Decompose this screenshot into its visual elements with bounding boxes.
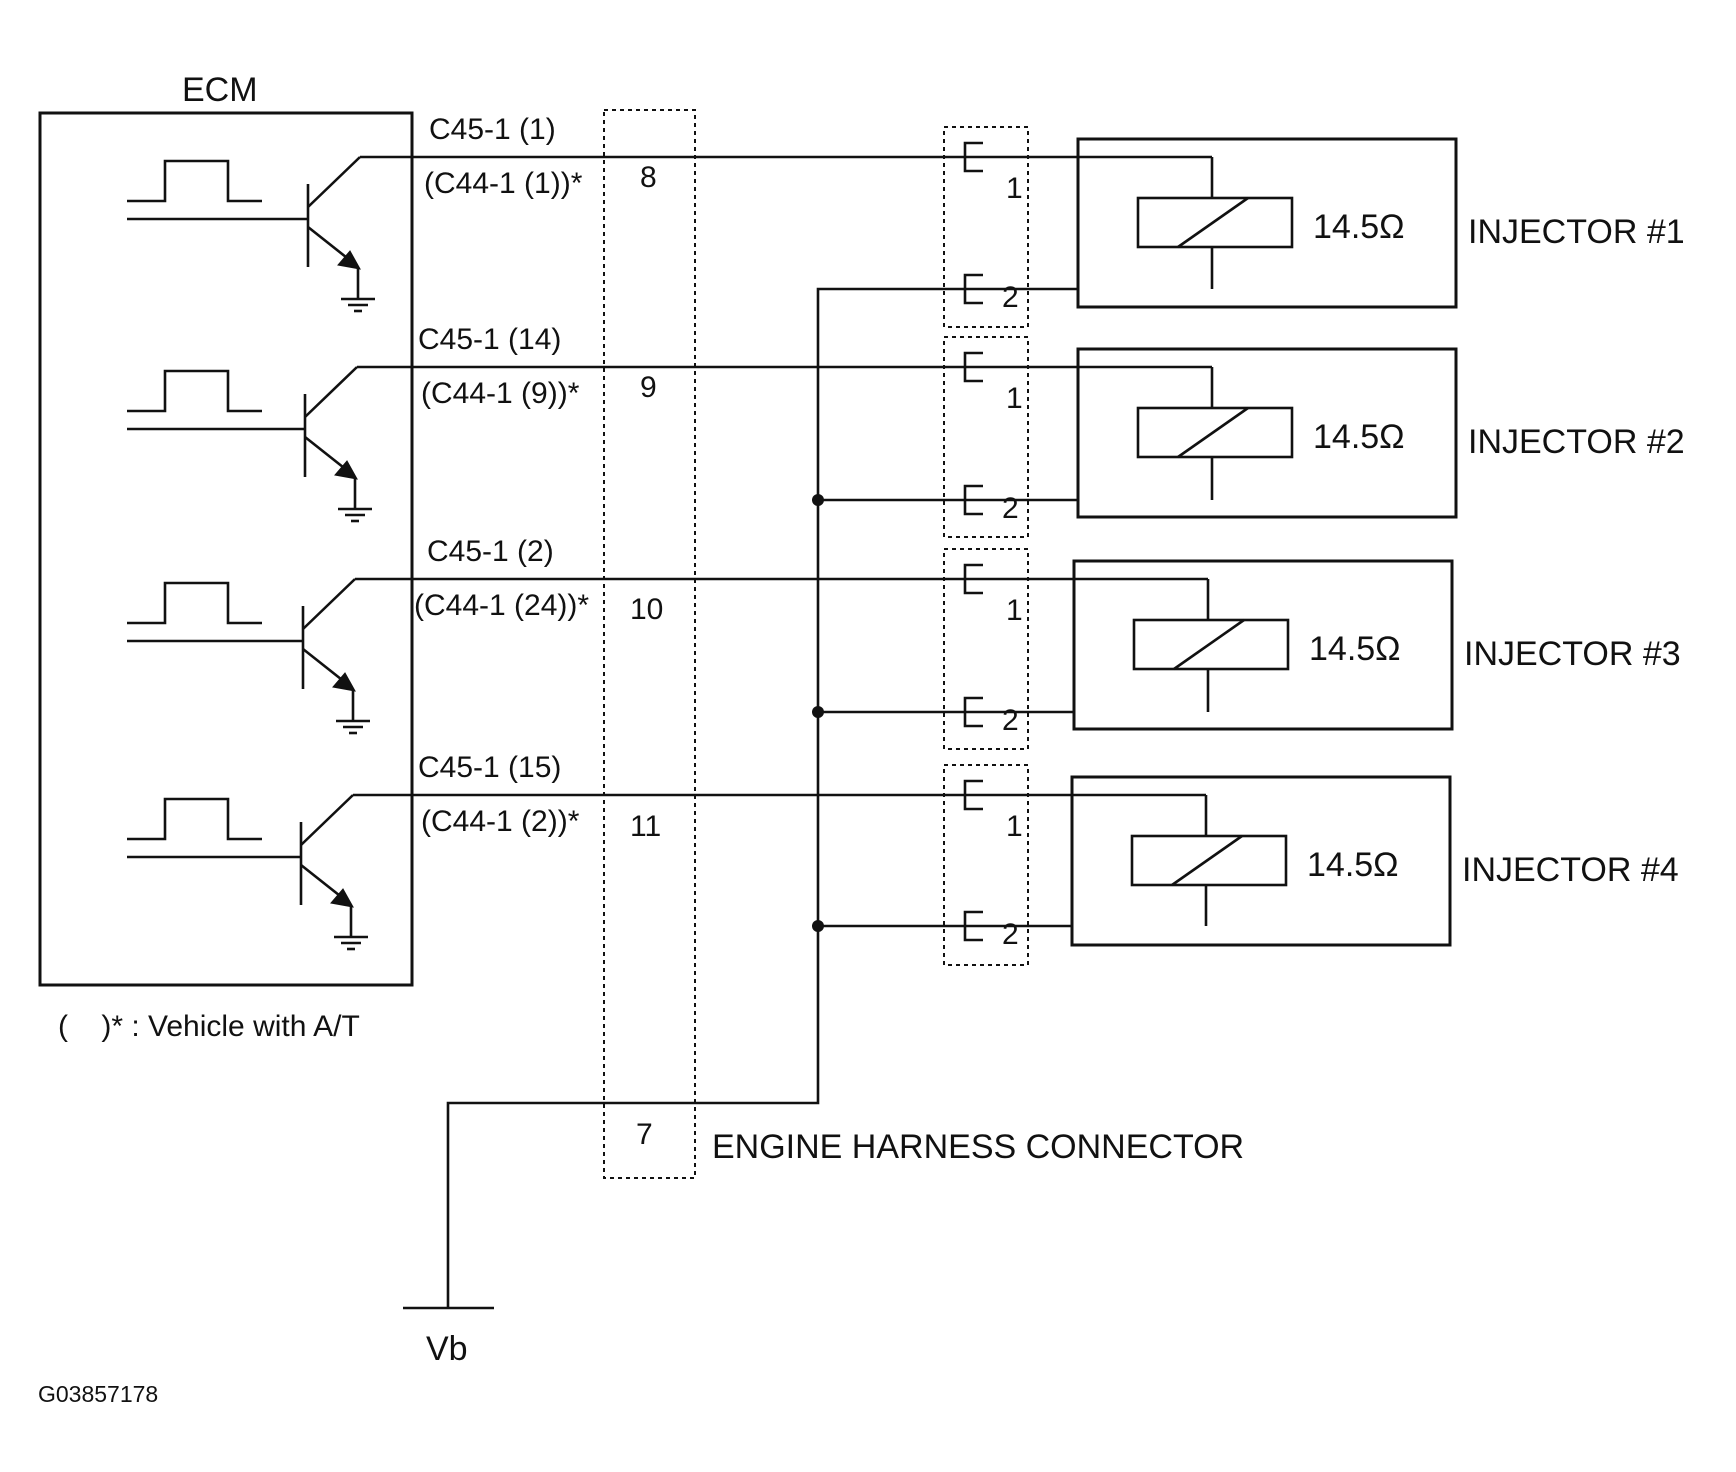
ecm-circuit-label: C45-1 (15) [418, 751, 561, 784]
injector-connector [943, 126, 1029, 328]
channel-1: 1 2 14.5Ω INJECTOR #1 C45-1 (1) (C44-1 (1))* 8 [127, 113, 1685, 328]
ecm-circuit-label: C45-1 (14) [418, 323, 561, 356]
channel-3: 1 2 14.5Ω INJECTOR #3 C45-1 (2) (C44-1 (24))*… [127, 535, 1681, 750]
injector-resistance: 14.5Ω [1307, 846, 1399, 884]
injector-box [1070, 775, 1452, 947]
ecm-circuit-label: C45-1 (2) [427, 535, 554, 568]
ecm-circuit-alt-label: (C44-1 (9))* [421, 377, 580, 410]
injector-box [1072, 559, 1454, 731]
injector-label: INJECTOR #1 [1468, 213, 1685, 251]
ecm-circuit-label: C45-1 (1) [429, 113, 556, 146]
injector-resistance: 14.5Ω [1313, 418, 1405, 456]
ground-icon [338, 507, 372, 523]
harness-pin-9: 9 [640, 371, 657, 404]
transistor-icon [301, 578, 356, 721]
terminal-icon [963, 351, 983, 383]
injector-box [1076, 347, 1458, 519]
injector-box [1076, 137, 1458, 309]
injector-connector [943, 548, 1029, 750]
power-label-vb: Vb [426, 1330, 468, 1368]
injector-resistance: 14.5Ω [1309, 630, 1401, 668]
solenoid-coil-icon [1130, 834, 1288, 887]
injector-pin-2: 2 [1002, 704, 1019, 737]
power-bus [403, 287, 962, 1310]
injector-connector [943, 764, 1029, 966]
injector-pin-2: 2 [1002, 281, 1019, 314]
harness-pin-11: 11 [630, 810, 661, 843]
junction-dot [812, 920, 824, 932]
footnote-vehicle-at: ( )* : Vehicle with A/T [58, 1010, 360, 1043]
solenoid-coil-icon [1136, 406, 1294, 459]
transistor-icon [303, 366, 358, 509]
injector-connector [943, 336, 1029, 538]
injector-pin-2: 2 [1002, 492, 1019, 525]
ground-icon [341, 297, 375, 313]
terminal-icon [963, 779, 983, 811]
injector-pin-1: 1 [1006, 810, 1023, 843]
harness-pin-8: 8 [640, 161, 657, 194]
harness-pin-power: 7 [636, 1118, 653, 1151]
channel-2: 1 2 14.5Ω INJECTOR #2 C45-1 (14) (C44-1 (9))*… [127, 323, 1685, 538]
pulse-waveform-icon [127, 581, 262, 625]
ecm-circuit-alt-label: (C44-1 (1))* [424, 167, 583, 200]
figure-id: G03857178 [38, 1381, 158, 1407]
injector-pin-1: 1 [1006, 172, 1023, 205]
injector-label: INJECTOR #2 [1468, 423, 1685, 461]
ecm-title: ECM [182, 71, 258, 109]
solenoid-coil-icon [1132, 618, 1290, 671]
junction-dot [812, 494, 824, 506]
terminal-icon [963, 563, 983, 595]
ecm-box [38, 111, 414, 987]
pulse-waveform-icon [127, 369, 262, 413]
ground-icon [334, 935, 368, 951]
transistor-icon [306, 156, 361, 299]
harness-connector-label: ENGINE HARNESS CONNECTOR [712, 1128, 1244, 1166]
engine-harness-connector [603, 109, 696, 1179]
solenoid-coil-icon [1136, 196, 1294, 249]
injector-resistance: 14.5Ω [1313, 208, 1405, 246]
ecm-circuit-alt-label: (C44-1 (24))* [414, 589, 589, 622]
injector-pin-2: 2 [1002, 918, 1019, 951]
injector-label: INJECTOR #3 [1464, 635, 1681, 673]
ground-icon [336, 719, 370, 735]
harness-pin-10: 10 [630, 593, 663, 626]
pulse-waveform-icon [127, 159, 262, 203]
injector-label: INJECTOR #4 [1462, 851, 1679, 889]
injector-pin-1: 1 [1006, 382, 1023, 415]
terminal-icon [963, 141, 983, 173]
transistor-icon [299, 794, 354, 937]
pulse-waveform-icon [127, 797, 262, 841]
injector-pin-1: 1 [1006, 594, 1023, 627]
channel-4: 1 2 14.5Ω INJECTOR #4 C45-1 (15) (C44-1 (2))*… [127, 751, 1679, 966]
ecm-circuit-alt-label: (C44-1 (2))* [421, 805, 580, 838]
junction-dot [812, 706, 824, 718]
